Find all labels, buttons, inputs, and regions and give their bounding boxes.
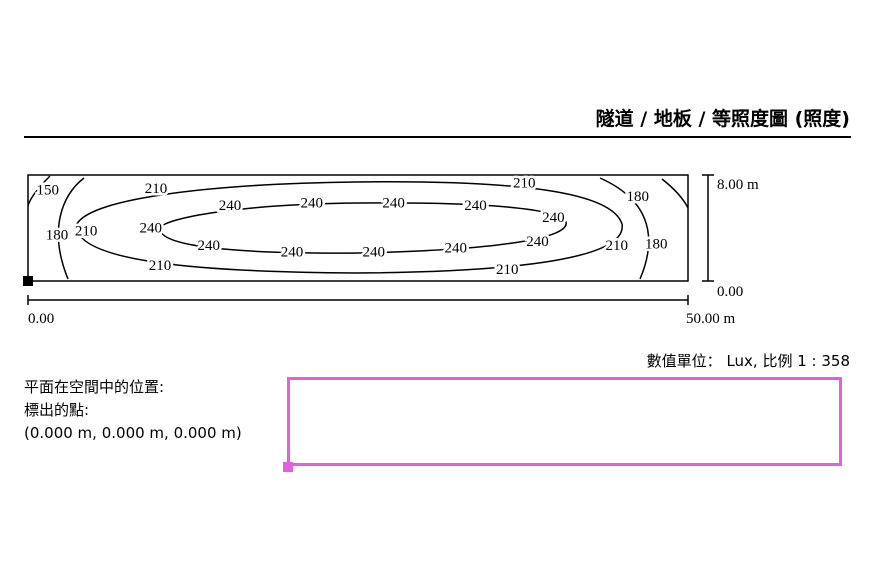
length-min-label: 0.00	[28, 311, 54, 327]
plane-preview-marker	[283, 462, 293, 472]
page-title: 隧道 / 地板 / 等照度圖 (照度)	[595, 108, 850, 130]
marked-point-coords: (0.000 m, 0.000 m, 0.000 m)	[24, 424, 242, 442]
contour-label: 210	[605, 238, 628, 254]
contour-label: 240	[444, 241, 467, 257]
height-max-label: 8.00 m	[717, 177, 759, 193]
title-divider	[24, 136, 851, 138]
contour-label: 240	[301, 196, 324, 212]
origin-marker	[23, 276, 33, 286]
position-info: 平面在空間中的位置: 標出的點: (0.000 m, 0.000 m, 0.00…	[24, 376, 242, 445]
contour-label: 240	[198, 238, 221, 254]
contour-label: 210	[496, 262, 519, 278]
plane-position-label: 平面在空間中的位置:	[24, 378, 165, 396]
isolux-plan: 150 210 210 180 240 240 240 240 240 180 210 240 240 2…	[23, 173, 759, 327]
marked-point-label: 標出的點:	[24, 401, 90, 419]
contour-label: 210	[145, 181, 168, 197]
contour-150-right	[661, 178, 689, 209]
contour-210	[75, 181, 623, 274]
contour-label: 240	[281, 245, 304, 261]
floor-outline	[27, 174, 689, 282]
contour-label: 240	[363, 245, 386, 261]
plane-preview-box	[287, 377, 842, 466]
contour-240	[159, 202, 567, 254]
contour-label: 240	[140, 221, 163, 237]
contour-label: 240	[526, 234, 549, 250]
contour-label: 210	[75, 223, 98, 239]
length-max-label: 50.00 m	[686, 311, 736, 327]
contour-label: 210	[149, 258, 172, 274]
contour-label: 210	[513, 176, 536, 192]
contour-180-right	[599, 177, 650, 280]
height-min-label: 0.00	[717, 284, 743, 300]
contour-label: 240	[382, 196, 405, 212]
contour-180-left	[57, 177, 85, 280]
contour-label: 150	[37, 182, 60, 198]
contour-label: 240	[542, 210, 565, 226]
contour-label: 180	[46, 227, 69, 243]
contour-150-left	[27, 175, 51, 207]
contour-label: 240	[219, 198, 242, 214]
contour-label: 240	[464, 198, 487, 214]
contour-lines	[27, 175, 689, 280]
units-scale-label: 數值單位： Lux, 比例 1 : 358	[646, 352, 850, 370]
contour-label: 180	[645, 237, 668, 253]
contour-labels: 150 210 210 180 240 240 240 240 240 180 210 240 240 2…	[34, 173, 670, 280]
contour-label: 180	[627, 189, 650, 205]
